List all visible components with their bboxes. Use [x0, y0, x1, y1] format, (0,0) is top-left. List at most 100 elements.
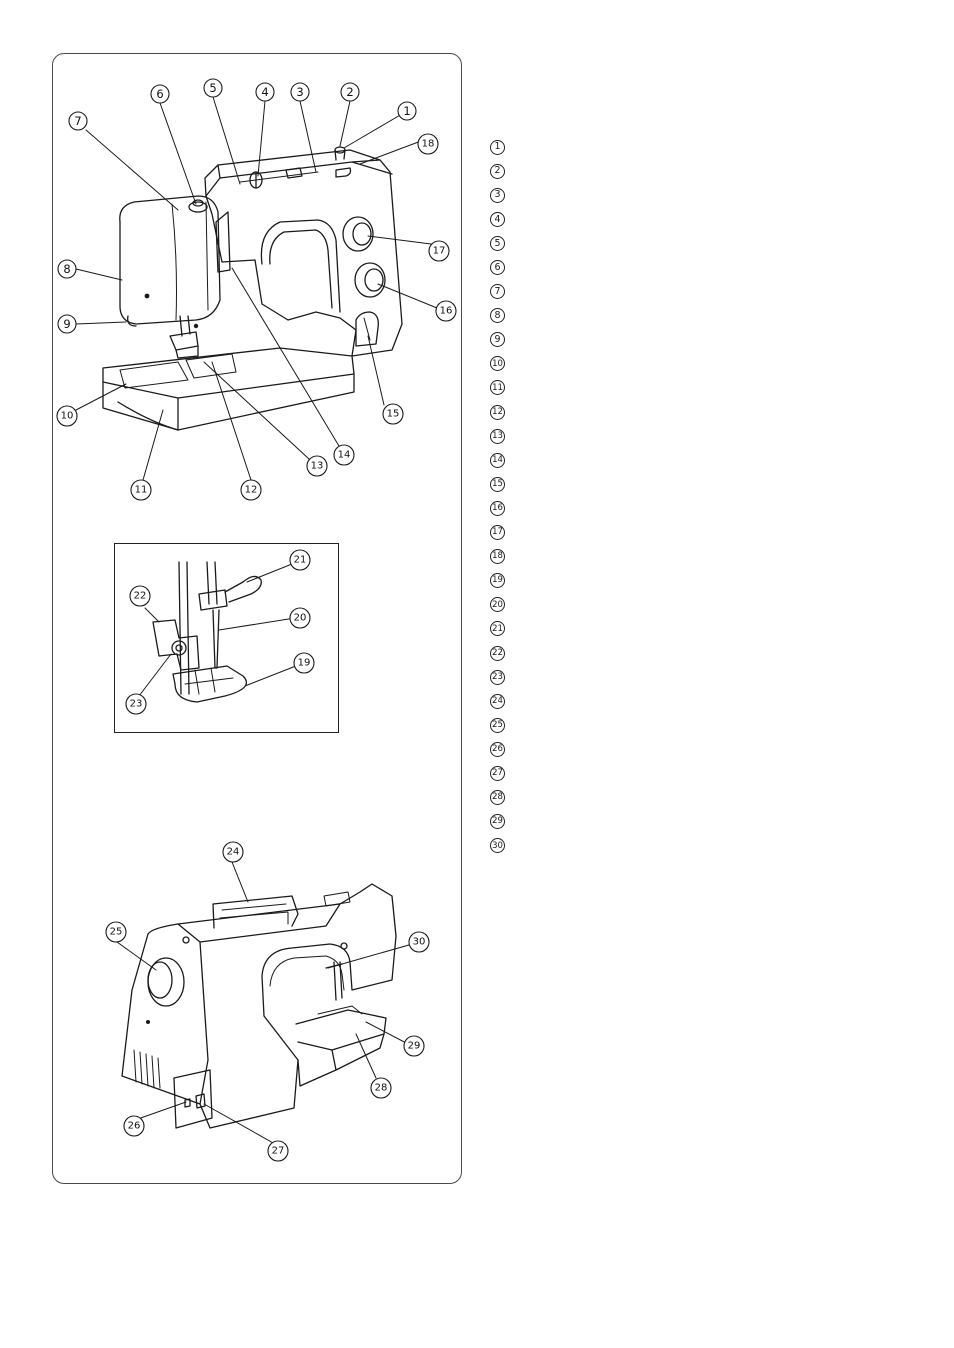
- presser-foot-inset: [114, 543, 339, 733]
- part-number-badge: 7: [490, 284, 505, 300]
- svg-text:24: 24: [227, 847, 240, 858]
- svg-text:2: 2: [346, 85, 353, 99]
- list-item: 12: [490, 400, 505, 424]
- svg-text:27: 27: [272, 1146, 285, 1157]
- callout-19: 19: [293, 652, 315, 674]
- part-number-badge: 25: [490, 717, 505, 733]
- svg-text:25: 25: [110, 927, 123, 938]
- svg-text:8: 8: [63, 262, 70, 276]
- svg-text:14: 14: [338, 450, 351, 461]
- needle-foot-closeup: [138, 561, 302, 703]
- svg-text:9: 9: [63, 317, 70, 331]
- part-number-badge: 1: [490, 139, 505, 155]
- callout-8: 8: [57, 259, 77, 279]
- part-number-badge: 19: [490, 573, 505, 589]
- svg-text:29: 29: [408, 1041, 421, 1052]
- figure-frame: [52, 53, 462, 1184]
- part-number-badge: 18: [490, 549, 505, 565]
- rear-view-illustration: [121, 883, 397, 1129]
- callout-3: 3: [290, 82, 310, 102]
- list-item: 4: [490, 207, 505, 231]
- svg-text:6: 6: [156, 87, 163, 101]
- callout-27: 27: [267, 1140, 289, 1162]
- svg-text:12: 12: [245, 485, 258, 496]
- list-item: 28: [490, 786, 505, 810]
- list-item: 26: [490, 737, 505, 761]
- list-item: 13: [490, 424, 505, 448]
- callout-11: 11: [130, 479, 152, 501]
- callout-24: 24: [222, 841, 244, 863]
- part-number-badge: 22: [490, 645, 505, 661]
- part-number-badge: 14: [490, 452, 505, 468]
- part-number-badge: 17: [490, 525, 505, 541]
- part-number-badge: 28: [490, 790, 505, 806]
- list-item: 21: [490, 617, 505, 641]
- part-number-badge: 10: [490, 356, 505, 372]
- part-number-badge: 23: [490, 669, 505, 685]
- list-item: 18: [490, 545, 505, 569]
- callout-12: 12: [240, 479, 262, 501]
- part-number-badge: 27: [490, 765, 505, 781]
- callout-20: 20: [289, 607, 311, 629]
- svg-text:21: 21: [294, 555, 307, 566]
- list-item: 2: [490, 159, 505, 183]
- part-number-badge: 29: [490, 814, 505, 830]
- callout-29: 29: [403, 1035, 425, 1057]
- callout-1: 1: [397, 101, 417, 121]
- callout-9: 9: [57, 314, 77, 334]
- part-number-badge: 8: [490, 308, 505, 324]
- list-item: 3: [490, 183, 505, 207]
- svg-text:10: 10: [61, 411, 74, 422]
- part-number-badge: 11: [490, 380, 505, 396]
- callout-6: 6: [150, 84, 170, 104]
- part-number-badge: 3: [490, 187, 505, 203]
- svg-text:13: 13: [311, 461, 324, 472]
- svg-text:19: 19: [298, 658, 311, 669]
- list-item: 23: [490, 665, 505, 689]
- svg-text:16: 16: [440, 306, 453, 317]
- callout-25: 25: [105, 921, 127, 943]
- svg-text:20: 20: [294, 613, 307, 624]
- list-item: 17: [490, 521, 505, 545]
- callout-7: 7: [68, 111, 88, 131]
- list-item: 19: [490, 569, 505, 593]
- list-item: 27: [490, 761, 505, 785]
- list-item: 11: [490, 376, 505, 400]
- list-item: 6: [490, 255, 505, 279]
- svg-text:26: 26: [128, 1121, 141, 1132]
- list-item: 7: [490, 280, 505, 304]
- list-item: 15: [490, 472, 505, 496]
- list-item: 1: [490, 135, 505, 159]
- part-number-badge: 12: [490, 404, 505, 420]
- list-item: 24: [490, 689, 505, 713]
- part-number-badge: 5: [490, 235, 505, 251]
- svg-text:30: 30: [413, 937, 426, 948]
- part-number-badge: 26: [490, 741, 505, 757]
- svg-text:15: 15: [387, 409, 400, 420]
- svg-text:11: 11: [135, 485, 148, 496]
- part-number-badge: 6: [490, 260, 505, 276]
- list-item: 22: [490, 641, 505, 665]
- part-number-badge: 15: [490, 476, 505, 492]
- svg-text:5: 5: [209, 81, 216, 95]
- list-item: 5: [490, 231, 505, 255]
- callout-30: 30: [408, 931, 430, 953]
- callout-18: 18: [417, 133, 439, 155]
- list-item: 16: [490, 496, 505, 520]
- front-leader-lines: [75, 96, 438, 481]
- callout-14: 14: [333, 444, 355, 466]
- callout-16: 16: [435, 300, 457, 322]
- callout-28: 28: [370, 1077, 392, 1099]
- svg-text:22: 22: [134, 591, 147, 602]
- svg-text:18: 18: [422, 139, 435, 150]
- part-number-badge: 16: [490, 500, 505, 516]
- callout-4: 4: [255, 82, 275, 102]
- part-number-badge: 30: [490, 838, 505, 854]
- list-item: 10: [490, 352, 505, 376]
- list-item: 30: [490, 834, 505, 858]
- svg-text:3: 3: [296, 85, 303, 99]
- list-item: 25: [490, 713, 505, 737]
- callout-26: 26: [123, 1115, 145, 1137]
